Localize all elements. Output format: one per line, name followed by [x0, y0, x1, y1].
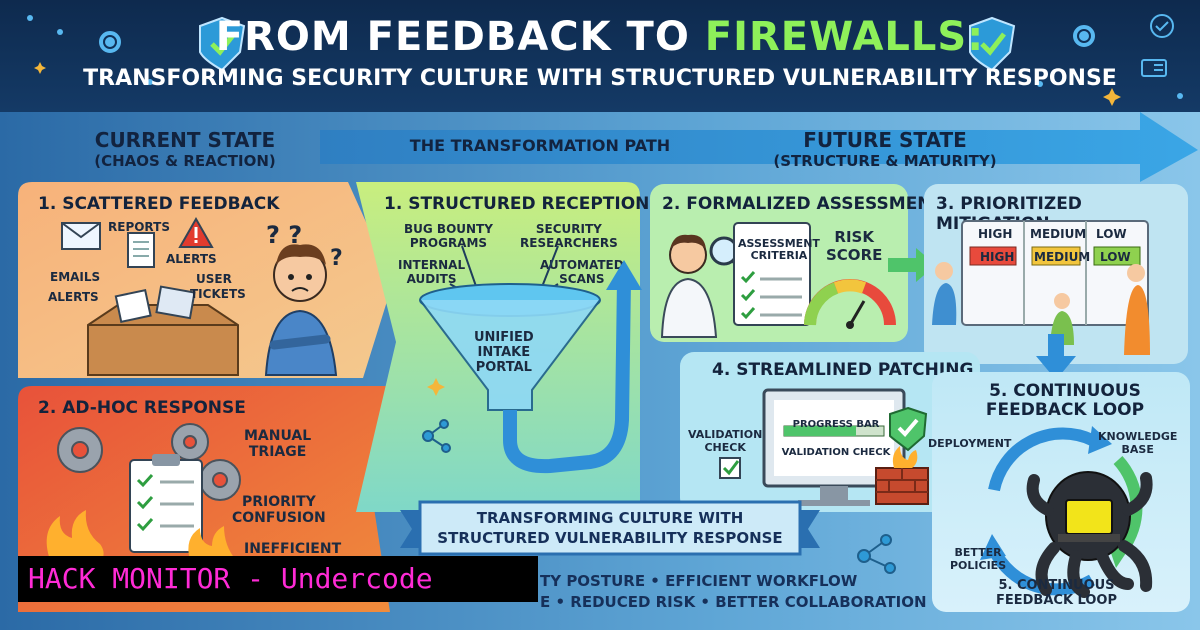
badge-medium: MEDIUM — [1034, 250, 1091, 264]
gear-icon — [57, 423, 241, 501]
adhoc-response-title: 2. AD-HOC RESPONSE — [38, 398, 246, 418]
sparkle-icon — [34, 62, 1121, 106]
streamlined-patching-title: 4. STREAMLINED PATCHING — [712, 360, 974, 380]
transformation-path-heading: THE TRANSFORMATION PATH — [409, 136, 671, 155]
screen-progress-text: PROGRESS BAR — [792, 419, 880, 430]
assessment-illustration — [660, 222, 896, 338]
team-people — [932, 262, 1150, 355]
arrow-down-icon — [1036, 334, 1076, 380]
firewall-icon — [875, 446, 929, 505]
analyst-person — [660, 234, 718, 338]
structured-reception-title: 1. STRUCTURED RECEPTION — [384, 194, 650, 214]
label-emails: EMAILS — [50, 270, 101, 284]
adhoc-illustration — [46, 423, 241, 560]
gauge-icon — [804, 279, 896, 329]
gear-icon — [99, 31, 121, 53]
id-card-icon — [1141, 59, 1167, 77]
current-state-heading: CURRENT STATE (CHAOS & REACTION) — [94, 128, 276, 170]
shield-check-icon — [889, 406, 928, 452]
patching-illustration — [719, 388, 929, 506]
hack-monitor-banner: HACK MONITOR - Undercode — [18, 556, 538, 602]
label-alerts-2: ALERTS — [48, 290, 99, 304]
stressed-person: ? ? ? — [264, 221, 343, 376]
label-user: USER — [196, 272, 232, 286]
clipboard-icon — [129, 454, 203, 553]
badge-high: HIGH — [980, 250, 1015, 264]
header-decoration — [27, 14, 1183, 106]
page-title: FROM FEEDBACK TO FIREWALLS: — [215, 14, 985, 60]
label-alerts: ALERTS — [166, 252, 217, 266]
shield-icon — [199, 16, 246, 72]
check-circle-icon — [1150, 14, 1174, 38]
label-inefficient: INEFFICIENT — [244, 541, 342, 557]
document-icon — [127, 232, 155, 268]
badge-low: LOW — [1100, 250, 1131, 264]
svg-text:? ?: ? ? — [266, 221, 302, 249]
envelope-icon — [61, 222, 101, 250]
culture-ribbon — [400, 500, 820, 556]
box-icon — [87, 285, 239, 376]
scattered-feedback-title: 1. SCATTERED FEEDBACK — [38, 194, 280, 214]
feedback-loop-illustration — [980, 426, 1153, 598]
svg-text:?: ? — [330, 246, 343, 271]
formalized-assessment-title: 2. FORMALIZED ASSESSMENT — [662, 194, 944, 214]
label-deployment: DEPLOYMENT — [928, 437, 1012, 450]
future-state-heading: FUTURE STATE (STRUCTURE & MATURITY) — [773, 128, 997, 170]
column-high-header: HIGH — [978, 227, 1013, 241]
octopus-hacker — [1026, 471, 1153, 598]
benefits-row-2: E • REDUCED RISK • BETTER COLLABORATION — [540, 593, 927, 611]
mitigation-illustration — [932, 220, 1150, 355]
label-tickets: TICKETS — [190, 287, 246, 301]
sparkle-icon — [427, 378, 445, 396]
circuit-dots — [27, 15, 1183, 99]
warning-icon — [178, 216, 214, 248]
fire-icon — [46, 510, 236, 560]
transformation-arrow — [320, 112, 1198, 182]
funnel-icon — [419, 283, 601, 411]
page-subtitle: TRANSFORMING SECURITY CULTURE WITH STRUC… — [83, 66, 1117, 91]
label-reports: REPORTS — [108, 220, 170, 234]
monitor-icon — [762, 388, 906, 506]
scattered-feedback-illustration: ? ? ? — [61, 216, 343, 376]
checkbox-icon — [719, 457, 741, 479]
network-icon — [422, 419, 451, 453]
funnel-illustration — [419, 245, 642, 474]
screen-validation-text: VALIDATION CHECK — [781, 447, 891, 458]
gear-icon — [1073, 25, 1095, 47]
column-low-header: LOW — [1096, 227, 1127, 241]
benefits-row-1: TY POSTURE • EFFICIENT WORKFLOW — [540, 572, 858, 590]
column-medium-header: MEDIUM — [1030, 227, 1087, 241]
clipboard-icon — [733, 222, 811, 326]
shield-icon — [969, 16, 1016, 72]
network-icon — [857, 534, 896, 574]
